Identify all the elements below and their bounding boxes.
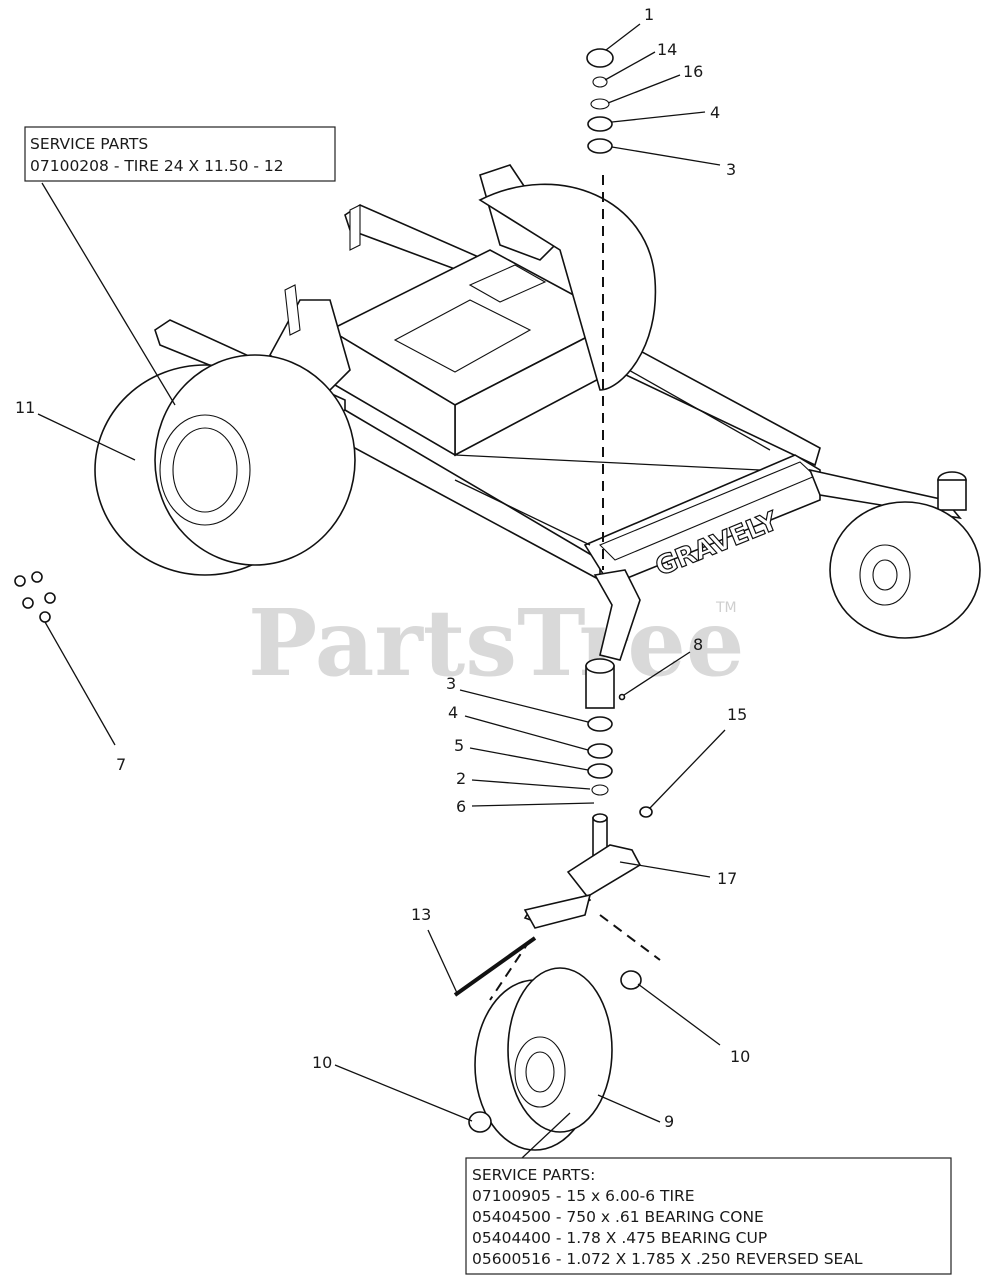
service-parts-box-top: SERVICE PARTS 07100208 - TIRE 24 X 11.50… (24, 126, 336, 182)
callout-6: 6 (456, 797, 466, 816)
leader-lines (37, 23, 726, 1159)
callouts: 1 14 16 4 3 11 7 8 3 4 5 2 6 15 17 13 10… (15, 5, 750, 1131)
axis-line-bottom (489, 939, 531, 1001)
callout-4-bottom: 4 (448, 703, 458, 722)
callout-13: 13 (411, 905, 431, 924)
grease-fitting (618, 693, 626, 701)
callout-1: 1 (644, 5, 654, 24)
callout-4-top: 4 (710, 103, 720, 122)
caster-yoke (523, 813, 642, 929)
watermark-tm: TM (715, 600, 737, 616)
callout-2: 2 (456, 769, 466, 788)
service-box-bottom-line-4: 05600516 - 1.072 X 1.785 X .250 REVERSED… (472, 1250, 863, 1268)
top-part-stack (586, 48, 614, 154)
callout-15: 15 (727, 705, 747, 724)
callout-16: 16 (683, 62, 703, 81)
callout-11: 11 (15, 398, 35, 417)
service-box-top-title: SERVICE PARTS (30, 135, 148, 153)
callout-10-right: 10 (730, 1047, 750, 1066)
axis-line-side (599, 914, 661, 961)
bearing-cone-top (587, 116, 613, 132)
callout-10-left: 10 (312, 1053, 332, 1072)
service-box-bottom-line-1: 07100905 - 15 x 6.00-6 TIRE (472, 1187, 695, 1205)
spacer-left (468, 1111, 492, 1133)
service-box-bottom-line-2: 05404500 - 750 x .61 BEARING CONE (472, 1208, 764, 1226)
callout-3-bottom: 3 (446, 674, 456, 693)
washer (590, 98, 610, 110)
service-parts-box-bottom: SERVICE PARTS: 07100905 - 15 x 6.00-6 TI… (465, 1157, 952, 1275)
nut (592, 76, 608, 88)
dust-cap (586, 48, 614, 68)
service-box-bottom-line-3: 05404400 - 1.78 X .475 BEARING CUP (472, 1229, 767, 1247)
callout-3-top: 3 (726, 160, 736, 179)
rear-tire-left (94, 354, 356, 576)
service-box-bottom-title: SERVICE PARTS: (472, 1166, 595, 1184)
nut-15 (639, 806, 653, 818)
callout-14: 14 (657, 40, 677, 59)
front-caster-mount (593, 569, 641, 661)
callout-7: 7 (116, 755, 126, 774)
callout-17: 17 (717, 869, 737, 888)
bearing-cup-top (587, 138, 613, 154)
spacer-right (620, 970, 642, 990)
callout-8: 8 (693, 635, 703, 654)
front-caster-wheel (474, 967, 613, 1151)
front-caster-tire-right (829, 501, 981, 639)
watermark-text: PartsTree (248, 589, 744, 697)
lug-nuts (14, 571, 56, 623)
service-box-top-line-1: 07100208 - TIRE 24 X 11.50 - 12 (30, 157, 284, 175)
callout-5: 5 (454, 736, 464, 755)
rear-tire-right (478, 183, 657, 391)
mower-frame (154, 164, 967, 586)
caster-housing (585, 658, 615, 709)
bottom-part-stack (587, 716, 613, 796)
callout-9: 9 (664, 1112, 674, 1131)
